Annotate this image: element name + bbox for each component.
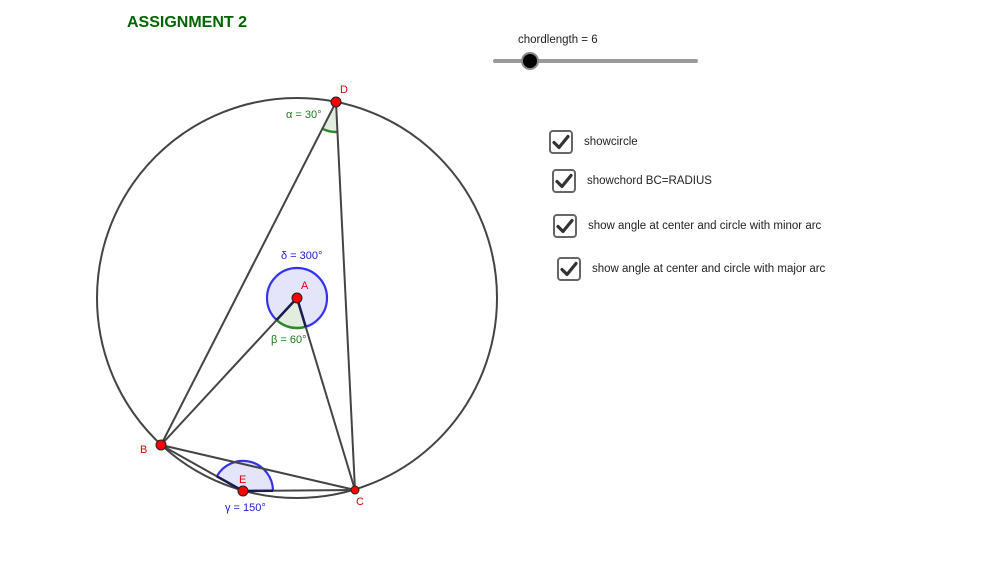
slider-knob[interactable]: [521, 52, 539, 70]
label-gamma: γ = 150°: [225, 502, 266, 514]
slider-label: chordlength = 6: [518, 34, 598, 46]
segment-DB[interactable]: [160, 101, 337, 446]
point-C[interactable]: [350, 485, 360, 495]
angle-alpha-sector: [322, 102, 338, 133]
chordlength-slider[interactable]: [493, 52, 698, 70]
angle-beta-arc: [275, 319, 307, 330]
angle-gamma-arc: [215, 459, 275, 491]
label-A: A: [301, 280, 309, 292]
label-delta: δ = 300°: [281, 250, 322, 262]
checkbox-label: showchord BC=RADIUS: [587, 175, 712, 187]
slider-track[interactable]: [493, 59, 698, 63]
main-circle[interactable]: [96, 97, 498, 499]
point-A[interactable]: [291, 292, 303, 304]
point-D[interactable]: [330, 96, 342, 108]
checkbox-showchord[interactable]: showchord BC=RADIUS: [552, 169, 712, 193]
label-alpha: α = 30°: [286, 109, 322, 121]
checkbox-box[interactable]: [549, 130, 573, 154]
checkmark-icon: [555, 173, 573, 189]
segment-AC[interactable]: [296, 297, 356, 491]
checkbox-label: show angle at center and circle with maj…: [592, 263, 826, 275]
segment-BC[interactable]: [160, 444, 356, 491]
checkbox-major-arc[interactable]: show angle at center and circle with maj…: [557, 257, 825, 281]
checkbox-label: show angle at center and circle with min…: [588, 220, 822, 232]
segment-AB[interactable]: [160, 297, 298, 446]
checkmark-icon: [560, 261, 578, 277]
checkbox-label: showcircle: [584, 136, 638, 148]
point-B[interactable]: [155, 439, 167, 451]
checkbox-box[interactable]: [557, 257, 581, 281]
checkbox-box[interactable]: [553, 214, 577, 238]
label-D: D: [340, 84, 348, 96]
checkbox-box[interactable]: [552, 169, 576, 193]
label-C: C: [356, 496, 364, 508]
segment-DC[interactable]: [335, 101, 356, 491]
checkbox-minor-arc[interactable]: show angle at center and circle with min…: [553, 214, 821, 238]
checkmark-icon: [556, 218, 574, 234]
page-title: ASSIGNMENT 2: [127, 14, 248, 31]
point-E[interactable]: [237, 485, 249, 497]
label-B: B: [140, 444, 147, 456]
checkmark-icon: [552, 134, 570, 150]
label-E: E: [239, 474, 246, 486]
label-beta: β = 60°: [271, 334, 307, 346]
checkbox-showcircle[interactable]: showcircle: [549, 130, 638, 154]
